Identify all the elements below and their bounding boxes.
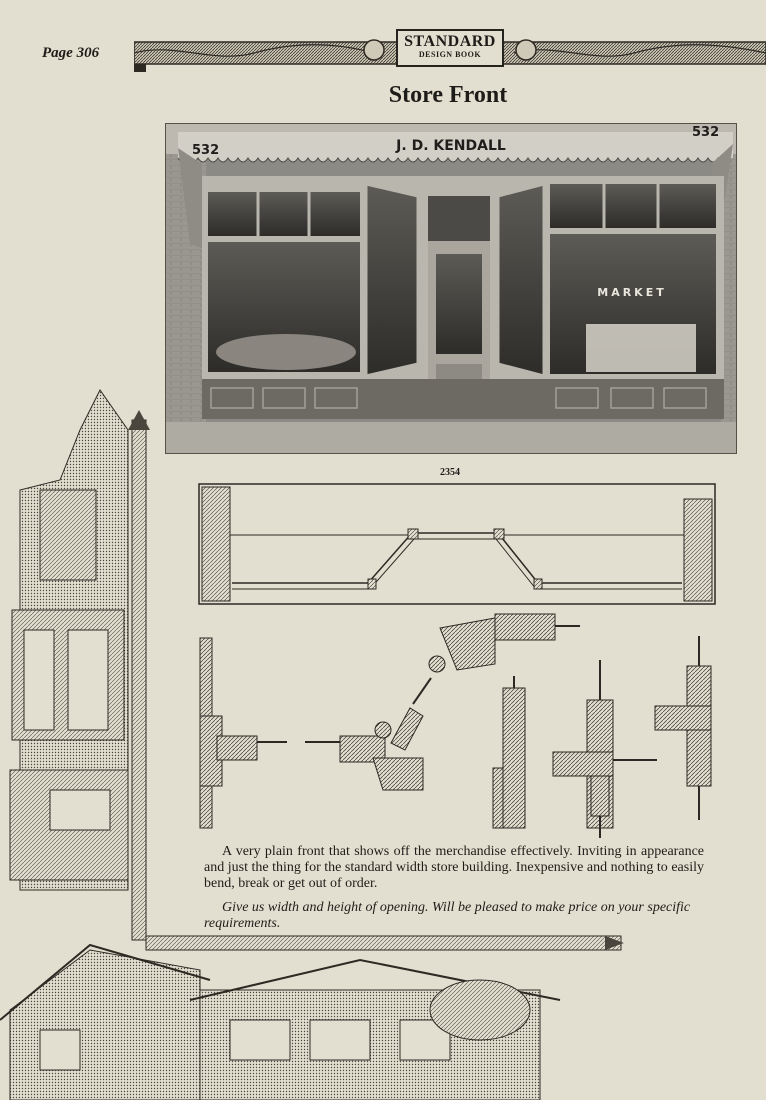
page-title: Store Front [388,82,508,108]
street-number-right: 532 [692,125,719,140]
decorative-border-illustration [0,370,625,1100]
page-number: Page 306 [42,45,100,61]
construction-details-drawing [195,608,725,843]
sign-name-text: J. D. KENDALL [395,138,506,154]
floor-plan-drawing [198,483,716,605]
logo-title: STANDARD [404,33,496,50]
logo-subtitle: DESIGN BOOK [418,50,482,59]
ordering-note: Give us width and height of opening. Wil… [204,900,691,931]
store-front-photo: J. D. KENDALL 532 532 MARKET [165,123,737,454]
standard-design-book-logo: STANDARD DESIGN BOOK [396,29,504,67]
plate-number: 2354 [440,467,460,478]
window-market-text: MARKET [597,286,666,299]
street-number-left: 532 [192,143,219,158]
description-paragraph: A very plain front that shows off the me… [204,844,704,891]
